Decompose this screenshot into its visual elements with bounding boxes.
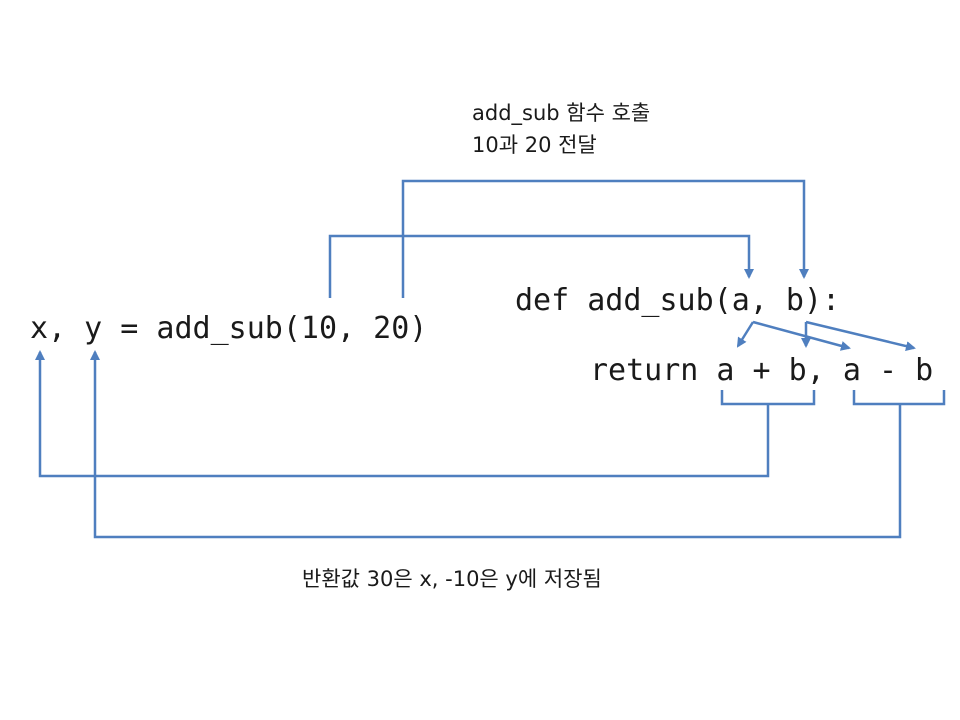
sum-bracket <box>720 390 816 406</box>
param-a-to-sum-arrow <box>736 321 755 348</box>
param-b-to-diff-arrow <box>805 320 916 351</box>
param-a-to-diff-arrow <box>752 320 851 351</box>
arg-10-to-a-connector <box>328 234 754 298</box>
diff-to-y-connector <box>90 350 902 539</box>
diff-bracket <box>852 390 946 406</box>
call-note-line1: add_sub 함수 호출 <box>472 101 650 126</box>
call-note-line2: 10과 20 전달 <box>472 133 597 157</box>
def-statement: def add_sub(a, b): <box>515 283 840 318</box>
sum-to-x-connector <box>35 350 770 478</box>
return-statement: return a + b, a - b <box>590 353 933 388</box>
return-note: 반환값 30은 x, -10은 y에 저장됨 <box>302 567 602 591</box>
call-statement: x, y = add_sub(10, 20) <box>30 311 427 346</box>
arg-20-to-b-connector <box>401 179 809 298</box>
